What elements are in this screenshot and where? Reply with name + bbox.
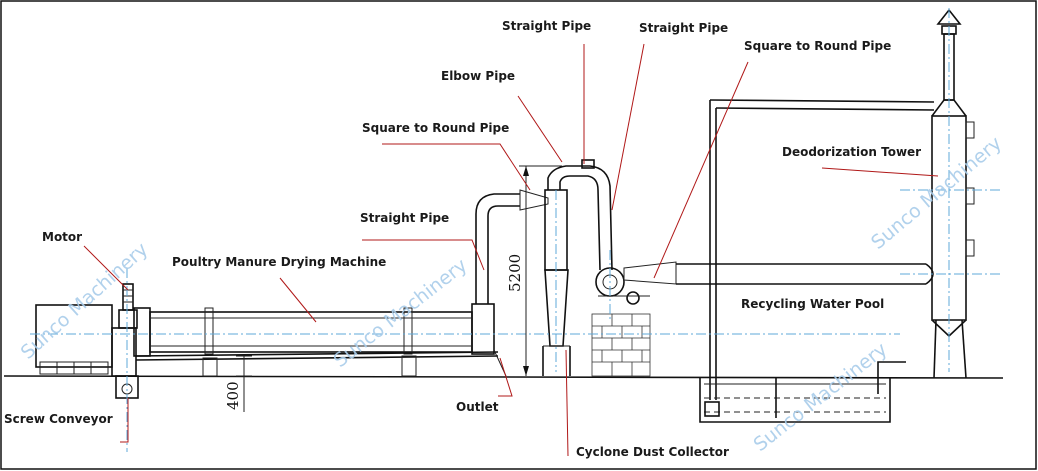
horizontal-duct — [623, 261, 934, 285]
watermark-4: Sunco Machinery — [750, 338, 892, 456]
drying-drum — [133, 303, 507, 377]
label-square-to-round-pipe-left: Square to Round Pipe — [362, 121, 509, 135]
dimension-text-400: 400 — [224, 381, 242, 410]
brick-base — [591, 313, 651, 377]
motor-housing — [35, 283, 138, 377]
leader-lines — [83, 43, 939, 457]
label-straight-pipe-top-2: Straight Pipe — [639, 21, 728, 35]
label-elbow-pipe: Elbow Pipe — [441, 69, 515, 83]
cyclone-dust-collector — [542, 159, 613, 376]
center-lines — [30, 8, 1000, 452]
dimension-text-5200: 5200 — [506, 254, 524, 292]
label-straight-pipe-mid: Straight Pipe — [360, 211, 449, 225]
label-screw-conveyor: Screw Conveyor — [4, 412, 113, 426]
label-straight-pipe-top-1: Straight Pipe — [502, 19, 591, 33]
exhaust-fan — [595, 267, 650, 305]
watermark-1: Sunco Machinery — [17, 238, 153, 363]
label-cyclone-dust-collector: Cyclone Dust Collector — [576, 445, 729, 459]
dimension-400 — [236, 355, 252, 412]
dimension-5200 — [519, 165, 562, 376]
label-deodorization-tower: Deodorization Tower — [782, 145, 921, 159]
ground-line — [3, 375, 1004, 379]
watermark-2: Sunco Machinery — [330, 254, 472, 372]
recycling-water-pool — [699, 361, 906, 423]
label-motor: Motor — [42, 230, 82, 244]
label-poultry-manure-drying-machine: Poultry Manure Drying Machine — [172, 255, 386, 269]
label-recycling-water-pool: Recycling Water Pool — [741, 297, 884, 311]
label-square-to-round-pipe-right: Square to Round Pipe — [744, 39, 891, 53]
riser-pipe — [475, 189, 549, 304]
label-outlet: Outlet — [456, 400, 499, 414]
